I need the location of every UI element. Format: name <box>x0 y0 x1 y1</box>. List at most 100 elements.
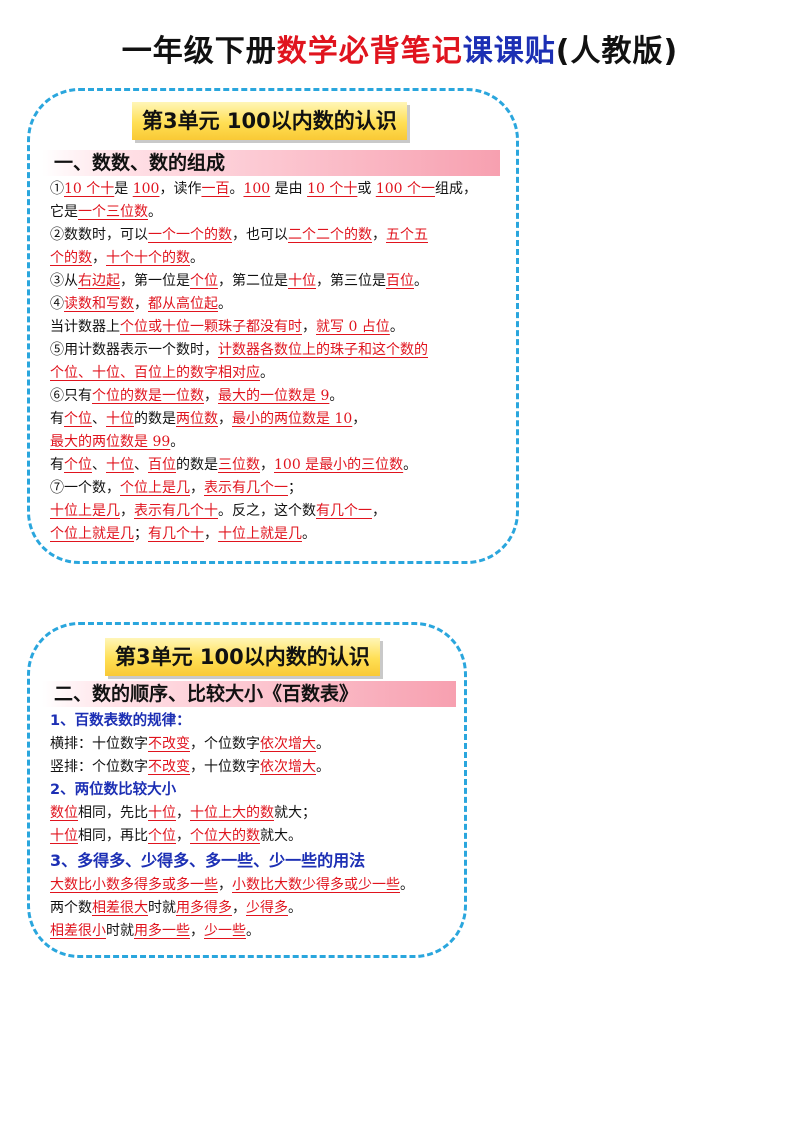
key-phrase: 十位 <box>106 411 134 427</box>
card-2-unit-title: 第3单元 100以内数的认识 <box>105 638 380 676</box>
line-text: 。反之，这个数 <box>218 503 316 519</box>
line-text: ④ <box>50 296 64 312</box>
key-phrase: 用多得多 <box>176 900 232 916</box>
page-title: 一年级下册数学必背笔记课课贴(人教版) <box>0 26 800 70</box>
line-text: ， <box>218 411 232 427</box>
line-text: ， <box>302 319 316 335</box>
key-phrase: 个的数 <box>50 250 92 266</box>
line-text: 2、两位数比较大小 <box>50 782 177 798</box>
card-2-notes: 1、百数表数的规律：横排：十位数字不改变，个位数字依次增大。竖排：个位数字不改变… <box>50 710 414 943</box>
title-grade: 一年级下册 <box>121 34 277 69</box>
line-text: ， <box>134 296 148 312</box>
line-text: 有 <box>50 411 64 427</box>
line-text: 就大； <box>274 805 316 821</box>
key-phrase: 百位 <box>148 457 176 473</box>
key-phrase: 不改变 <box>148 759 190 775</box>
key-phrase: 不改变 <box>148 736 190 752</box>
title-notes: 数学必背笔记 <box>276 34 463 69</box>
card1-line: 十位上是几，表示有几个十。反之，这个数有几个一， <box>50 500 477 523</box>
key-phrase: 十位上是几 <box>50 503 120 519</box>
line-text: ，读作 <box>159 181 202 197</box>
card1-line: ⑥只有个位的数是一位数，最大的一位数是 9。 <box>50 385 477 408</box>
card1-line: 个位、十位、百位上的数字相对应。 <box>50 362 477 385</box>
key-phrase: 相差很小 <box>50 923 106 939</box>
card-1-section-title: 一、数数、数的组成 <box>42 150 500 176</box>
line-text: 1、百数表数的规律： <box>50 713 191 729</box>
line-text: 。 <box>170 434 185 450</box>
card2-line: 竖排：个位数字不改变，十位数字依次增大。 <box>50 756 414 779</box>
line-text: ，也可以 <box>232 227 288 243</box>
line-text: ； <box>134 526 148 542</box>
line-text: 的数是 <box>134 411 176 427</box>
key-phrase: 一个一个的数 <box>148 227 232 243</box>
card-1-unit-title: 第3单元 100以内数的认识 <box>132 102 407 140</box>
card-2-frame <box>27 622 467 958</box>
key-phrase: 用多一些 <box>134 923 190 939</box>
line-text: ， <box>260 457 274 473</box>
line-text: 组成， <box>434 181 477 197</box>
line-text: 就大。 <box>260 828 302 844</box>
key-phrase: 都从高位起 <box>148 296 218 312</box>
card2-line: 相差很小时就用多一些，少一些。 <box>50 920 414 943</box>
key-phrase: 少一些 <box>204 923 246 939</box>
line-text: 相同，先比 <box>78 805 148 821</box>
line-text: ； <box>288 480 302 496</box>
key-phrase: 100 <box>132 181 160 197</box>
key-phrase: 三位数 <box>218 457 260 473</box>
line-text: ，第一位是 <box>120 273 190 289</box>
line-text: 是 <box>114 181 133 197</box>
line-text: ， <box>190 923 204 939</box>
line-text: ， <box>232 900 246 916</box>
line-text: 。 <box>316 759 330 775</box>
line-text: 。 <box>288 900 302 916</box>
key-phrase: 十位 <box>148 805 176 821</box>
card1-line: 当计数器上个位或十位一颗珠子都没有时，就写 0 占位。 <box>50 316 477 339</box>
card1-line: 有个位、十位、百位的数是三位数，100 是最小的三位数。 <box>50 454 477 477</box>
line-text: 。 <box>414 273 428 289</box>
key-phrase: 十位上大的数 <box>190 805 274 821</box>
key-phrase: 表示有几个一 <box>204 480 288 496</box>
line-text: ③从 <box>50 273 78 289</box>
key-phrase: 10 个十 <box>307 181 358 197</box>
key-phrase: 读数和写数 <box>64 296 134 312</box>
card-2-section-title: 二、数的顺序、比较大小《百数表》 <box>42 681 456 707</box>
line-text: ， <box>204 526 218 542</box>
card-1-notes: ①10 个十是 100，读作一百。100 是由 10 个十或 100 个一组成，… <box>50 178 477 546</box>
line-text: 。 <box>218 296 232 312</box>
key-phrase: 个位或十位一颗珠子都没有时 <box>120 319 302 335</box>
key-phrase: 个位的数是一位数 <box>92 388 204 404</box>
key-phrase: 个位 <box>148 828 176 844</box>
key-phrase: 百位 <box>386 273 414 289</box>
card2-line: 十位相同，再比个位，个位大的数就大。 <box>50 825 414 848</box>
card1-line: 个的数，十个十个的数。 <box>50 247 477 270</box>
line-text: 、 <box>92 411 106 427</box>
key-phrase: 右边起 <box>78 273 120 289</box>
line-text: 。 <box>229 181 244 197</box>
line-text: 当计数器上 <box>50 319 120 335</box>
key-phrase: 有几个一 <box>316 503 372 519</box>
line-text: 相同，再比 <box>78 828 148 844</box>
key-phrase: 最大的一位数是 9 <box>218 388 330 404</box>
line-text: ，个位数字 <box>190 736 260 752</box>
key-phrase: 个位 <box>190 273 218 289</box>
card2-line: 两个数相差很大时就用多得多，少得多。 <box>50 897 414 920</box>
card1-line: ②数数时，可以一个一个的数，也可以二个二个的数，五个五 <box>50 224 477 247</box>
card1-line: ⑦一个数，个位上是几，表示有几个一； <box>50 477 477 500</box>
line-text: 。 <box>148 204 162 220</box>
line-text: 、 <box>134 457 148 473</box>
key-phrase: 十位上就是几 <box>218 526 302 542</box>
card1-line: ⑤用计数器表示一个数时，计数器各数位上的珠子和这个数的 <box>50 339 477 362</box>
line-text: ，第二位是 <box>218 273 288 289</box>
line-text: ， <box>190 480 204 496</box>
card2-line: 数位相同，先比十位，十位上大的数就大； <box>50 802 414 825</box>
line-text: ， <box>204 388 218 404</box>
line-text: 。 <box>246 923 260 939</box>
key-phrase: 表示有几个十 <box>134 503 218 519</box>
line-text: 。 <box>260 365 274 381</box>
card2-line: 1、百数表数的规律： <box>50 710 414 733</box>
key-phrase: 个位大的数 <box>190 828 260 844</box>
line-text: 。 <box>403 457 418 473</box>
line-text: 、 <box>92 457 106 473</box>
card2-line: 3、多得多、少得多、多一些、少一些的用法 <box>50 848 414 874</box>
key-phrase: 依次增大 <box>260 736 316 752</box>
